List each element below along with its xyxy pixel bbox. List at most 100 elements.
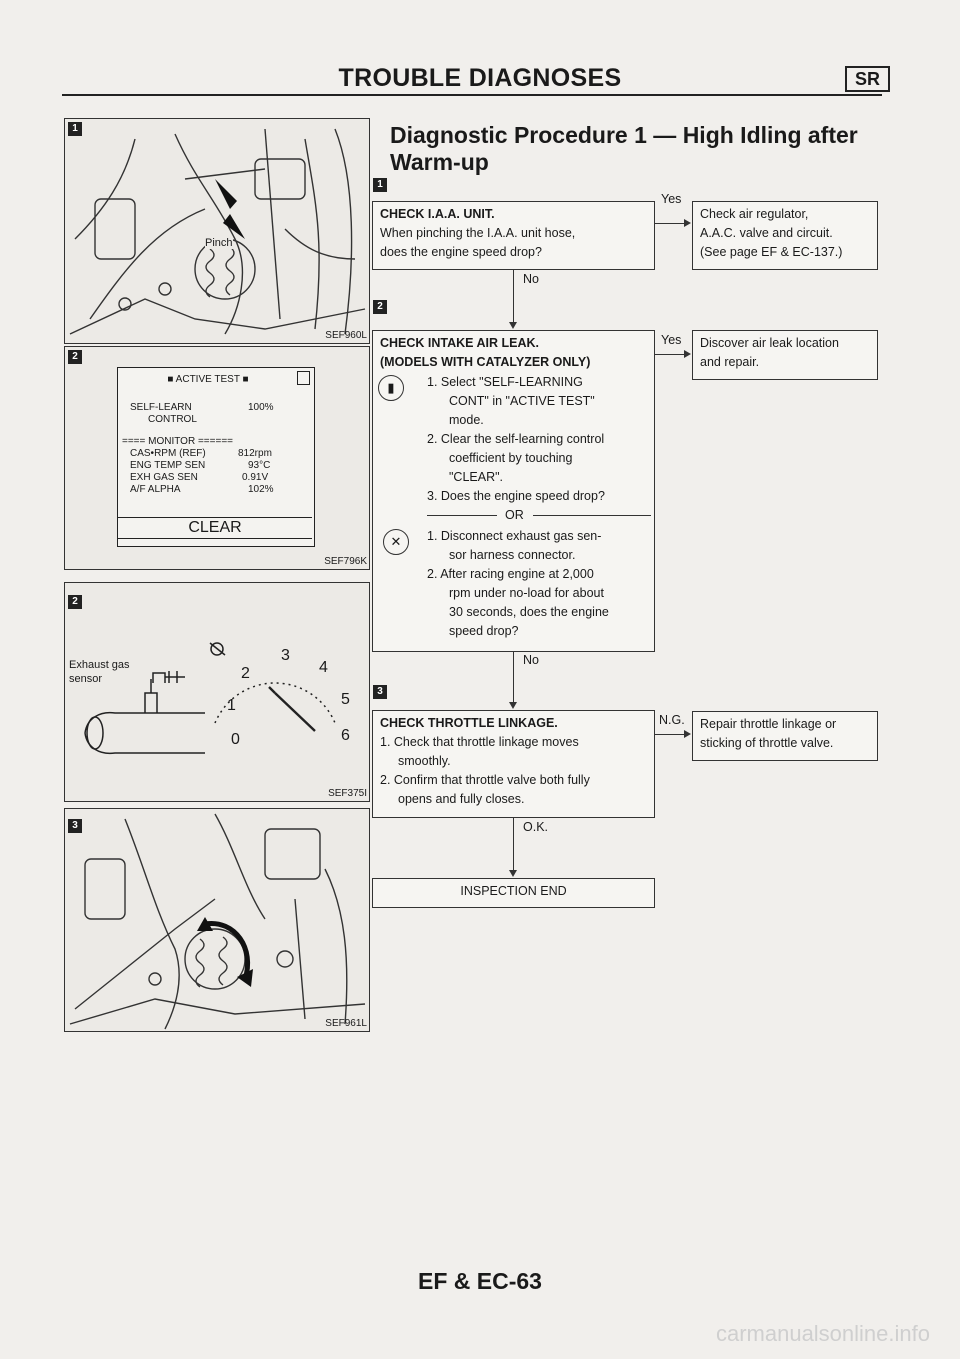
illustration-panel-2: 2 ■ ACTIVE TEST ■ SELF-LEARN CONTROL 100… [64,346,370,570]
dashes-icon: ====== [195,436,234,447]
box-text: A.A.C. valve and circuit. [700,226,833,240]
box-text: Discover air leak location [700,336,839,350]
figure-code: SEF796K [324,556,367,567]
screen-title: ACTIVE TEST [175,374,240,385]
box-text: smoothly. [398,754,451,768]
box-title: CHECK I.A.A. UNIT. [380,207,495,221]
exhaust-label-line1: Exhaust gas [69,659,130,671]
gauge-tick-label: 6 [341,727,350,744]
row-label: CAS•RPM (REF) [130,448,206,459]
panel-number-badge: 3 [68,819,82,833]
ok-label: O.K. [523,820,549,834]
yes-arrow-line [655,223,685,224]
illustration-panel-4: 3 SEF961L [64,808,370,1032]
screen-title-row: ■ ACTIVE TEST ■ [118,374,298,386]
box-text: sor harness connector. [449,548,576,562]
box-text: 2. Clear the self-learning control [427,432,605,446]
gauge-tick-label: 5 [341,691,350,708]
inspection-end-box: INSPECTION END [372,878,655,908]
control-label: CONTROL [148,414,197,425]
clear-button[interactable]: CLEAR [118,517,312,539]
no-connector-line [513,270,514,326]
gauge-tick-label: 3 [281,647,290,664]
box-text: CONT" in "ACTIVE TEST" [449,394,595,408]
box-text: INSPECTION END [460,884,567,898]
box-text: sticking of throttle valve. [700,736,834,750]
monitor-row-item: ENG TEMP SEN 93°C [130,460,300,472]
watermark: carmanualsonline.info [715,1321,930,1346]
box-text: and repair. [700,355,760,369]
or-divider [533,515,651,516]
gauge-tick-label: 2 [241,665,250,682]
row-value: 0.91V [242,472,269,483]
check-intake-air-leak-box: CHECK INTAKE AIR LEAK. (MODELS WITH CATA… [372,330,655,652]
disconnect-tool-icon: ✕ [383,529,409,555]
box-text: 2. Confirm that throttle valve both full… [380,773,590,787]
self-learn-value: 100% [248,402,274,413]
gauge-tick-label: 4 [319,659,328,676]
screen-light-icon [297,371,310,385]
box-title: CHECK THROTTLE LINKAGE. [380,716,558,730]
arrow-down-icon [509,870,517,877]
gauge-tick-label: 1 [227,697,236,714]
row-value: 812rpm [238,448,272,459]
gauge-tick-label: 0 [231,731,240,748]
throttle-linkage-illustration [69,813,366,1030]
box-text: 2. After racing engine at 2,000 [427,567,594,581]
yes-label: Yes [661,333,682,347]
row-label: A/F ALPHA [130,484,181,495]
step-marker-1: 1 [373,178,387,192]
square-icon: ■ [167,374,176,385]
panel-number-badge: 2 [68,350,82,364]
procedure-title-line1: Diagnostic Procedure 1 — High Idling aft… [390,122,858,148]
box-text: 1. Select "SELF-LEARNING [427,375,583,389]
box-text: 30 seconds, does the engine [449,605,609,619]
ng-arrow-line [655,734,685,735]
self-learn-label: SELF-LEARN [130,402,192,413]
figure-code: SEF961L [325,1018,367,1029]
figure-code: SEF960L [325,330,367,341]
arrow-down-icon [509,322,517,329]
row-label: EXH GAS SEN [130,472,198,483]
illustration-panel-1: 1 Pinch SEF960L [64,118,370,344]
clear-button-label: CLEAR [188,519,242,536]
figure-code: SEF375I [328,788,367,799]
box-text: 3. Does the engine speed drop? [427,489,605,503]
illustration-panel-3: 2 Exhaust gas sensor 0 1 2 3 4 5 6 SEF37… [64,582,370,802]
box-text: Repair throttle linkage or [700,717,837,731]
page-number: EF & EC-63 [418,1268,542,1294]
panel-number-badge: 2 [68,595,82,609]
step-marker-2: 2 [373,300,387,314]
box-text: mode. [449,413,484,427]
section-badge: SR [845,66,891,92]
box-text: 1. Disconnect exhaust gas sen- [427,529,602,543]
box-text: (See page EF & EC-137.) [700,245,843,259]
monitor-label: MONITOR [148,436,196,447]
consult-tool-icon: ▮ [378,375,404,401]
box-text: opens and fully closes. [398,792,525,806]
ok-connector-line [513,818,514,874]
page-header-title: TROUBLE DIAGNOSES [338,64,622,92]
dashes-icon: ==== [122,436,149,447]
header-rule [62,94,882,96]
procedure-title: Diagnostic Procedure 1 — High Idling aft… [390,122,858,176]
engine-hose-illustration [69,128,366,335]
yes-arrow-line [655,354,685,355]
no-connector-line [513,652,514,706]
monitor-row-item: EXH GAS SEN 0.91V [130,472,300,484]
consult-screen: ■ ACTIVE TEST ■ SELF-LEARN CONTROL 100% … [117,367,315,547]
box-title: CHECK INTAKE AIR LEAK. [380,336,540,350]
exhaust-gas-sensor-diagram [84,642,336,755]
yes-label: Yes [661,192,682,206]
discover-air-leak-box: Discover air leak location and repair. [692,330,878,380]
ng-label: N.G. [659,713,685,727]
square-icon: ■ [239,374,249,385]
exhaust-label-line2: sensor [69,673,103,685]
box-text: speed drop? [449,624,519,638]
panel-number-badge: 1 [68,122,82,136]
monitor-row-item: A/F ALPHA 102% [130,484,300,496]
box-text: When pinching the I.A.A. unit hose, [380,226,576,240]
box-text: does the engine speed drop? [380,245,542,259]
box-text: 1. Check that throttle linkage moves [380,735,579,749]
box-text: coefficient by touching [449,451,573,465]
